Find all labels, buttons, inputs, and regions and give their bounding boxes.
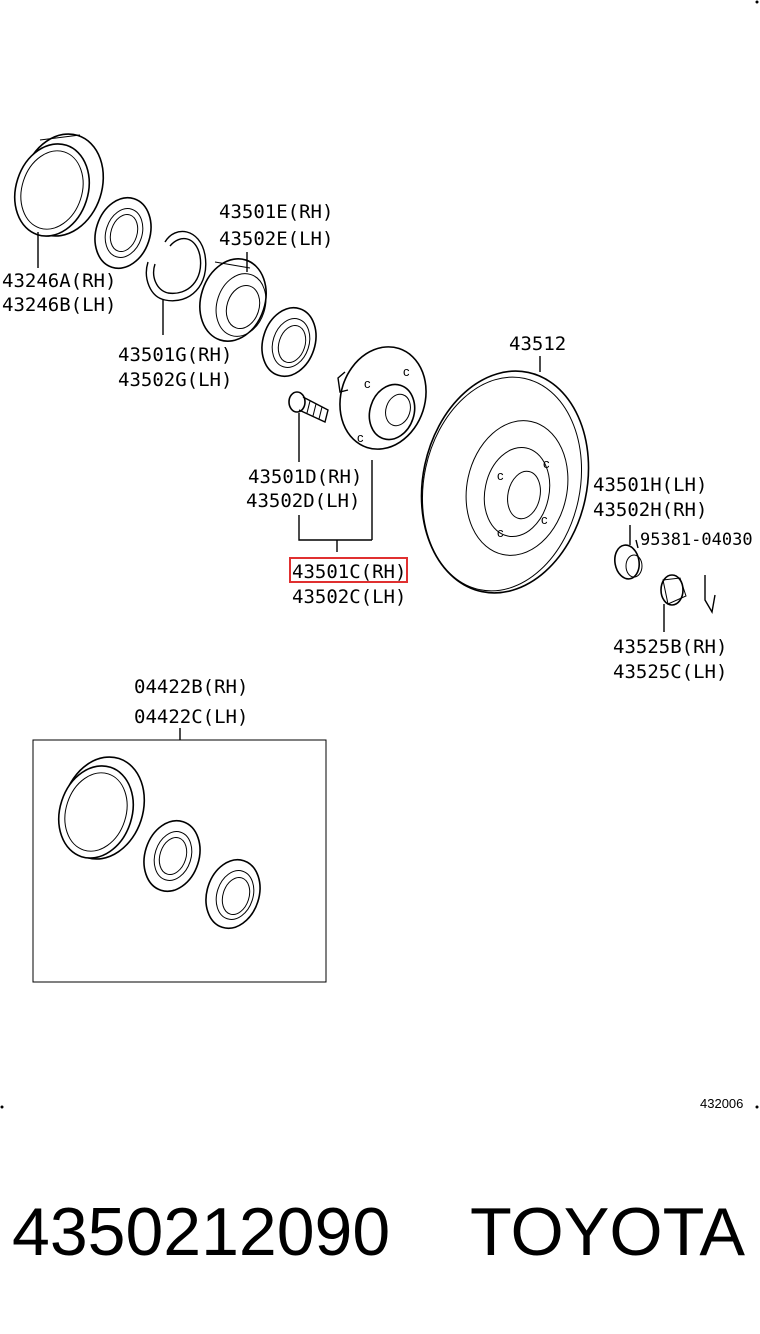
snap-ring-part[interactable] — [145, 230, 207, 302]
label-43502e[interactable]: 43502E(LH) — [219, 228, 333, 250]
hub-bolt-part[interactable] — [288, 391, 329, 423]
corner-marks — [0, 0, 759, 1109]
bearing-kit-box — [32, 728, 327, 983]
wheel-hub-part[interactable]: c c c — [327, 336, 439, 461]
label-43525c[interactable]: 43525C(LH) — [613, 661, 727, 683]
bearing-part[interactable] — [86, 190, 160, 275]
footer-part-number: 4350212090 — [12, 1194, 390, 1270]
label-95381[interactable]: 95381-04030 — [640, 530, 753, 550]
svg-text:c: c — [497, 468, 504, 483]
svg-text:c: c — [543, 456, 550, 471]
label-43501d[interactable]: 43501D(RH) — [248, 466, 362, 488]
label-43501e[interactable]: 43501E(RH) — [219, 201, 333, 223]
wheel-bearing-part[interactable] — [190, 250, 277, 350]
kit-oil-seal-part[interactable] — [47, 746, 157, 870]
svg-text:c: c — [403, 364, 410, 379]
label-43501h[interactable]: 43501H(LH) — [593, 474, 707, 496]
hub-nut-part[interactable] — [612, 543, 643, 581]
label-43502h[interactable]: 43502H(RH) — [593, 499, 707, 521]
label-43502d[interactable]: 43502D(LH) — [246, 490, 360, 512]
inner-seal-part[interactable] — [253, 301, 324, 384]
label-04422c[interactable]: 04422C(LH) — [134, 706, 248, 728]
cotter-pin-part[interactable] — [635, 539, 716, 615]
label-43246a[interactable]: 43246A(RH) — [2, 270, 116, 292]
lock-cap-part[interactable] — [660, 574, 687, 606]
svg-text:c: c — [497, 525, 504, 540]
label-43246b[interactable]: 43246B(LH) — [2, 294, 116, 316]
label-43502c[interactable]: 43502C(LH) — [292, 586, 406, 608]
brake-disc-part[interactable]: c c c c — [402, 355, 609, 608]
label-04422b[interactable]: 04422B(RH) — [134, 676, 248, 698]
label-43512[interactable]: 43512 — [509, 333, 566, 355]
label-43501g[interactable]: 43501G(RH) — [118, 344, 232, 366]
svg-text:c: c — [364, 376, 371, 391]
kit-seal-part[interactable] — [197, 853, 268, 936]
highlight-box — [289, 557, 408, 583]
svg-text:c: c — [541, 512, 548, 527]
footer-brand: TOYOTA — [470, 1194, 746, 1270]
label-43525b[interactable]: 43525B(RH) — [613, 636, 727, 658]
svg-text:c: c — [357, 430, 364, 445]
reference-code: 432006 — [700, 1096, 743, 1111]
label-43502g[interactable]: 43502G(LH) — [118, 369, 232, 391]
label-43501c[interactable]: 43501C(RH) — [292, 561, 406, 583]
kit-bearing-part[interactable] — [135, 813, 209, 898]
oil-seal-part[interactable] — [3, 123, 116, 247]
